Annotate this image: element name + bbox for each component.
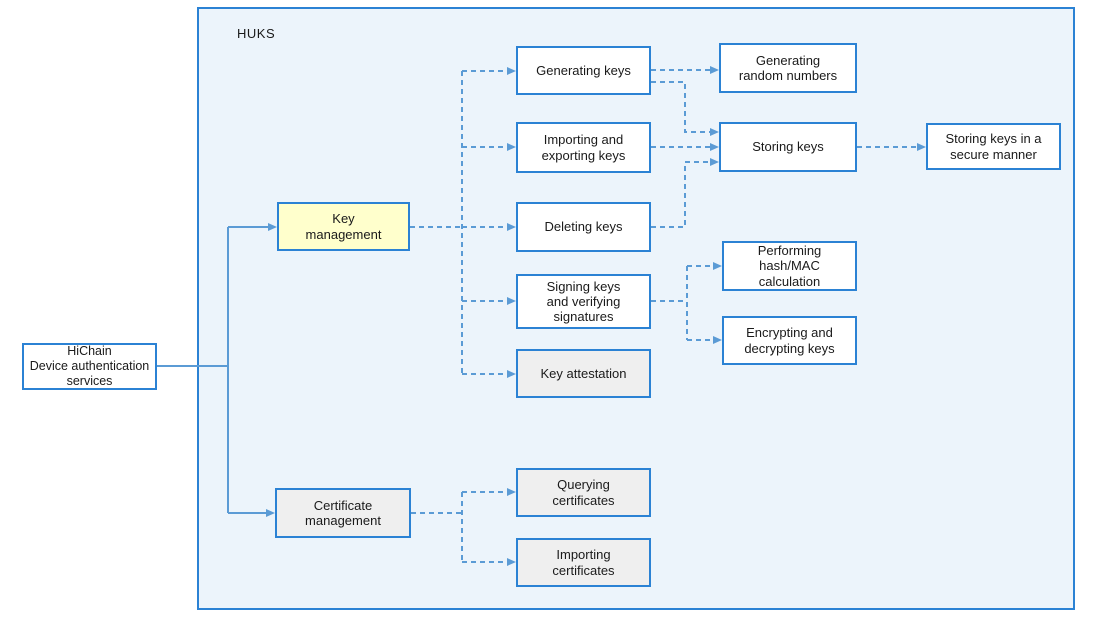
node-storing-keys-secure: Storing keys in a secure manner (926, 123, 1061, 170)
node-performing-hash-mac: Performing hash/MAC calculation (722, 241, 857, 291)
node-deleting-keys: Deleting keys (516, 202, 651, 252)
node-querying-certificates: Querying certificates (516, 468, 651, 517)
node-key-management: Key management (277, 202, 410, 251)
node-encrypting-decrypting: Encrypting and decrypting keys (722, 316, 857, 365)
node-importing-exporting-keys: Importing and exporting keys (516, 122, 651, 173)
node-generating-keys: Generating keys (516, 46, 651, 95)
node-signing-keys: Signing keys and verifying signatures (516, 274, 651, 329)
huks-container-label: HUKS (237, 26, 276, 41)
node-key-attestation: Key attestation (516, 349, 651, 398)
node-importing-certificates: Importing certificates (516, 538, 651, 587)
node-storing-keys: Storing keys (719, 122, 857, 172)
node-certificate-management: Certificate management (275, 488, 411, 538)
node-generating-random-numbers: Generating random numbers (719, 43, 857, 93)
node-hichain: HiChain Device authentication services (22, 343, 157, 390)
